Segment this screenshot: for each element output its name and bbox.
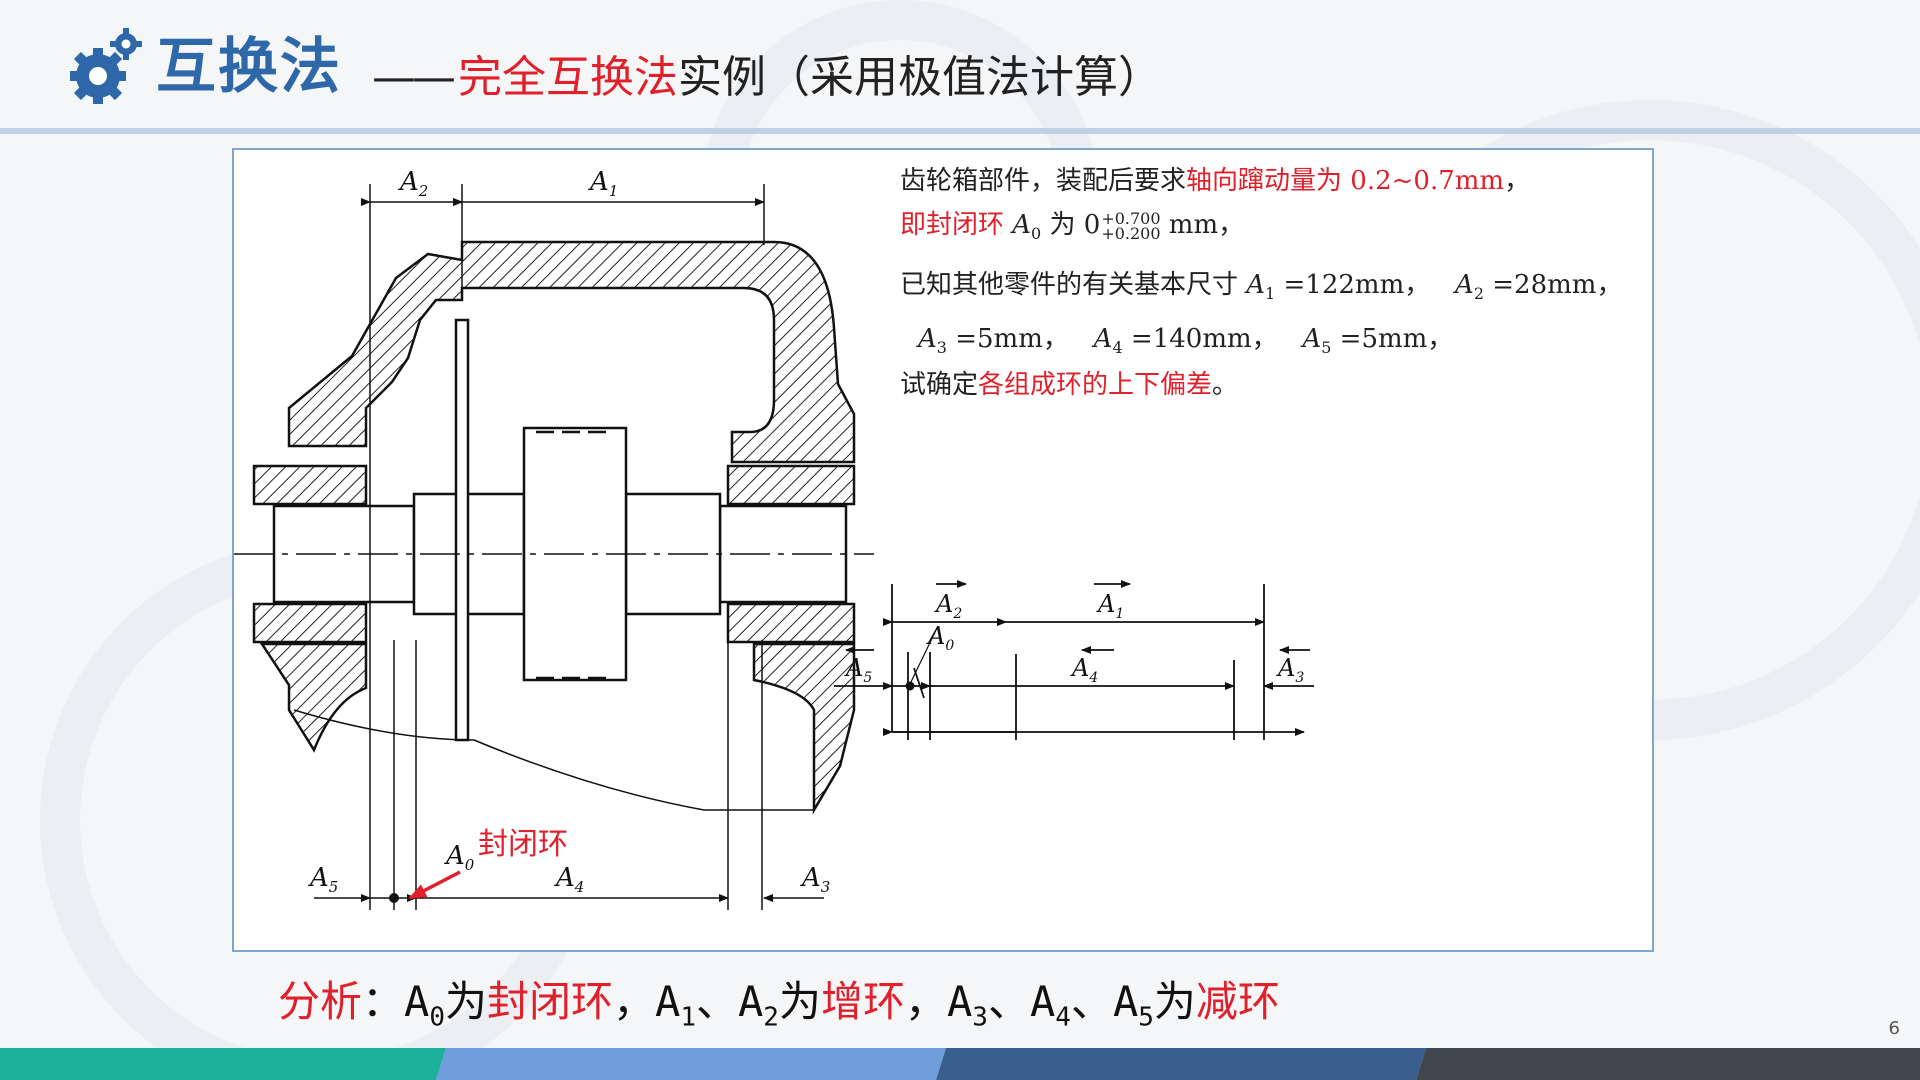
dim-a5-label: A5 — [308, 863, 338, 896]
slide-title: 互换法 — [156, 32, 342, 102]
dim-a3-label: A3 — [800, 863, 830, 896]
desc-line-3: 已知其他零件的有关基本尺寸 A1 =122mm， A2 =28mm， — [900, 270, 1623, 304]
tolerance-stack: +0.700+0.200 — [1101, 209, 1161, 243]
footer-color-bar — [0, 1048, 1920, 1080]
desc-line-5: 试确定各组成环的上下偏差。 — [900, 370, 1239, 400]
analysis-statement: 分析：A0为封闭环，A1、A2为增环，A3、A4、A5为减环 — [278, 977, 1280, 1033]
gears-icon — [70, 28, 142, 104]
subtitle-highlight: 完全互换法 — [458, 52, 678, 103]
closed-ring-point — [389, 893, 399, 903]
subtitle-dash: —— — [372, 52, 456, 103]
dim-a4-label: A4 — [554, 863, 584, 896]
slide-header: 互换法 ——完全互换法实例（采用极值法计算） — [0, 0, 1920, 134]
chain-a2-label: A2 — [934, 590, 962, 622]
closed-ring-label: 封闭环 — [478, 827, 568, 862]
dim-a1-label: A1 — [588, 167, 618, 200]
slide-subtitle: ——完全互换法实例（采用极值法计算） — [372, 50, 1162, 106]
dim-a0-label: A0 — [444, 841, 475, 874]
example-figure-panel: A2 A1 A5 A4 A3 A0 封闭环 — [232, 148, 1654, 952]
dimension-chain-diagram — [834, 580, 1314, 740]
subtitle-rest: 实例（采用极值法计算） — [678, 52, 1162, 103]
chain-a1-label: A1 — [1096, 590, 1124, 622]
page-number: 6 — [1888, 1018, 1900, 1039]
desc-line-1: 齿轮箱部件，装配后要求轴向蹿动量为 0.2~0.7mm， — [900, 166, 1531, 196]
top-dimension-lines — [314, 184, 824, 910]
chain-a5-label: A5 — [844, 654, 872, 686]
header-divider — [0, 128, 1920, 134]
gearbox-housing — [252, 240, 856, 815]
chain-a4-label: A4 — [1070, 654, 1098, 686]
gearbox-drawing: A2 A1 A5 A4 A3 A0 封闭环 — [234, 167, 1314, 910]
closed-ring-pointer — [408, 870, 461, 900]
desc-line-2: 即封闭环 A0 为 0+0.700+0.200 mm， — [900, 209, 1245, 244]
desc-line-4: A3 =5mm， A4 =140mm， A5 =5mm， — [918, 324, 1454, 358]
dim-a2-label: A2 — [398, 167, 428, 200]
chain-a0-label: A0 — [926, 622, 954, 654]
chain-a3-label: A3 — [1276, 654, 1304, 686]
